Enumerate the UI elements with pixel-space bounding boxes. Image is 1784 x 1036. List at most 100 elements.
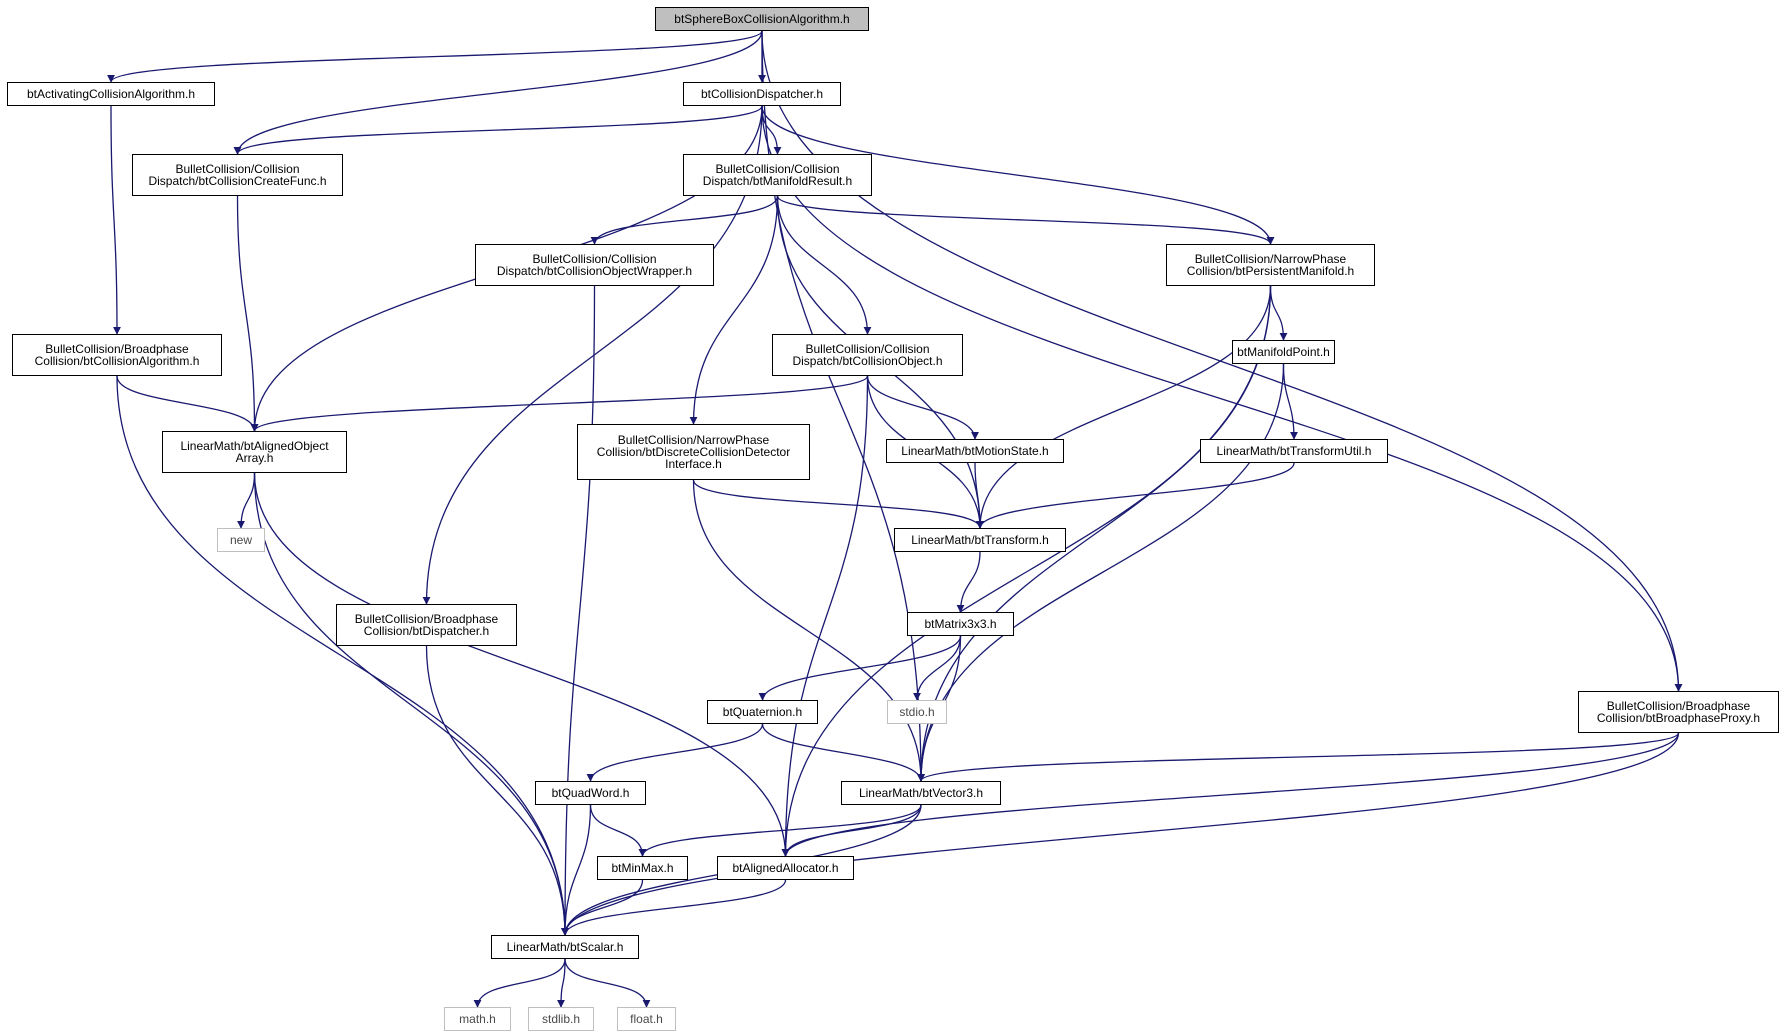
node-label: Dispatch/btCollisionObject.h — [792, 354, 943, 368]
edge-alignedarray-to-scalar — [253, 472, 569, 936]
edge-dispatcher-to-createfunc — [233, 105, 763, 155]
node-label: btMatrix3x3.h — [924, 617, 997, 631]
node-label: math.h — [459, 1012, 496, 1026]
node-allocator[interactable]: btAlignedAllocator.h — [717, 856, 854, 880]
edge-scalar-to-stdlib — [557, 958, 566, 1008]
node-motionstate[interactable]: LinearMath/btMotionState.h — [886, 439, 1064, 463]
edge-matrix-to-quaternion — [758, 635, 962, 701]
edge-alignedarray-to-allocator — [253, 472, 790, 857]
node-manifoldpoint[interactable]: btManifoldPoint.h — [1232, 340, 1335, 364]
edge-persistent-to-transform — [976, 285, 1272, 529]
edge-minmax-to-scalar — [561, 879, 644, 936]
edge-vector3-to-allocator — [781, 804, 922, 857]
edge-btdispatcher-to-scalar — [425, 645, 569, 936]
node-label: LinearMath/btTransform.h — [911, 533, 1049, 547]
node-transformutil[interactable]: LinearMath/btTransformUtil.h — [1200, 439, 1388, 463]
node-label: btQuaternion.h — [722, 705, 803, 719]
node-scalar[interactable]: LinearMath/btScalar.h — [491, 935, 639, 959]
edge-allocator-to-scalar — [561, 879, 787, 936]
node-label: BulletCollision/Collision — [175, 162, 300, 176]
node-label: LinearMath/btAlignedObject — [180, 439, 329, 453]
node-label: btQuadWord.h — [551, 786, 630, 800]
edge-manifoldresult-to-persistent — [776, 195, 1275, 245]
node-label: Interface.h — [665, 457, 722, 471]
edge-manifoldresult-to-objwrapper — [590, 195, 779, 245]
edge-quadword-to-scalar — [561, 804, 592, 936]
node-label: LinearMath/btVector3.h — [858, 786, 984, 800]
node-label: new — [229, 533, 252, 547]
node-math: math.h — [444, 1007, 511, 1031]
node-label: BulletCollision/NarrowPhase — [1194, 252, 1347, 266]
edge-root-to-createfunc — [233, 30, 763, 155]
edge-scalar-to-float — [564, 958, 651, 1008]
node-label: BulletCollision/Collision — [532, 252, 657, 266]
edge-activating-to-colalgo — [110, 105, 121, 335]
edge-transformutil-to-transform — [976, 462, 1295, 529]
edge-quaternion-to-vector3 — [761, 723, 925, 782]
node-stdlib: stdlib.h — [528, 1007, 594, 1031]
node-activating[interactable]: btActivatingCollisionAlgorithm.h — [7, 82, 215, 106]
node-label: btManifoldPoint.h — [1237, 345, 1330, 359]
edge-root-to-vector3 — [761, 30, 925, 782]
node-label: Dispatch/btCollisionCreateFunc.h — [148, 174, 327, 188]
node-transform[interactable]: LinearMath/btTransform.h — [894, 528, 1066, 552]
edge-colobject-to-alignedarray — [250, 375, 869, 432]
edge-colalgo-to-scalar — [116, 375, 569, 936]
node-label: Collision/btDispatcher.h — [363, 624, 490, 638]
node-stdio: stdio.h — [887, 700, 947, 724]
node-label: Collision/btDiscreteCollisionDetector — [596, 445, 791, 459]
node-label: Dispatch/btCollisionObjectWrapper.h — [496, 264, 693, 278]
edge-discrete-to-transform — [692, 479, 984, 529]
node-label: LinearMath/btMotionState.h — [901, 444, 1049, 458]
edge-dispatcher-to-proxy — [761, 105, 1683, 692]
node-label: stdio.h — [899, 705, 935, 719]
edge-quadword-to-minmax — [589, 804, 647, 857]
edge-colalgo-to-alignedarray — [116, 375, 259, 432]
edge-transform-to-matrix — [956, 551, 981, 613]
edge-proxy-to-vector3 — [917, 732, 1680, 782]
edge-colobject-to-allocator — [781, 375, 869, 857]
node-matrix[interactable]: btMatrix3x3.h — [907, 612, 1014, 636]
node-label: BulletCollision/Collision — [715, 162, 840, 176]
edge-quaternion-to-quadword — [586, 723, 764, 782]
node-minmax[interactable]: btMinMax.h — [597, 856, 688, 880]
node-new: new — [217, 528, 265, 552]
node-dispatcher[interactable]: btCollisionDispatcher.h — [683, 82, 841, 106]
edge-discrete-to-vector3 — [692, 479, 925, 782]
edge-createfunc-to-alignedarray — [236, 195, 259, 432]
edge-root-to-activating — [107, 30, 763, 83]
node-label: BulletCollision/Collision — [805, 342, 930, 356]
node-label: BulletCollision/Broadphase — [1606, 699, 1751, 713]
node-label: Collision/btBroadphaseProxy.h — [1596, 711, 1761, 725]
node-label: BulletCollision/Broadphase — [354, 612, 499, 626]
node-label: Dispatch/btManifoldResult.h — [702, 174, 853, 188]
node-quaternion[interactable]: btQuaternion.h — [707, 700, 818, 724]
node-label: float.h — [630, 1012, 663, 1026]
node-label: btMinMax.h — [611, 861, 674, 875]
node-label: btSphereBoxCollisionAlgorithm.h — [674, 12, 850, 26]
node-label: btAlignedAllocator.h — [732, 861, 839, 875]
node-label: LinearMath/btTransformUtil.h — [1216, 444, 1372, 458]
edge-alignedarray-to-new — [237, 472, 256, 529]
edge-vector3-to-minmax — [638, 804, 922, 857]
node-label: BulletCollision/NarrowPhase — [617, 433, 770, 447]
edge-dispatcher-to-persistent — [761, 105, 1275, 245]
edge-scalar-to-math — [473, 958, 566, 1008]
edge-objwrapper-to-scalar — [561, 285, 596, 936]
node-label: Collision/btCollisionAlgorithm.h — [34, 354, 200, 368]
node-root: btSphereBoxCollisionAlgorithm.h — [655, 7, 869, 31]
node-quadword[interactable]: btQuadWord.h — [535, 781, 646, 805]
node-vector3[interactable]: LinearMath/btVector3.h — [841, 781, 1001, 805]
